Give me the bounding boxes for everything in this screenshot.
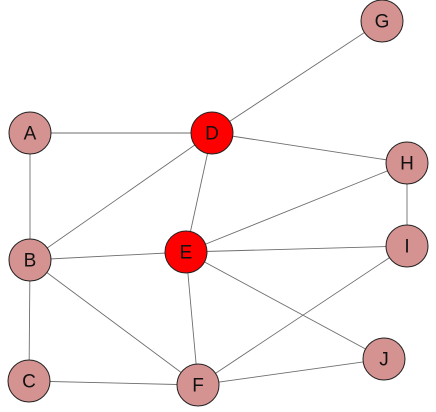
node-label-h: H [400,154,414,175]
node-e: E [164,230,208,274]
node-d: D [190,111,234,155]
node-a: A [8,111,52,155]
node-c: C [7,359,51,403]
edge-e-i [185,245,408,253]
node-circle-a [8,111,52,155]
edge-d-g [211,20,383,134]
node-label-g: G [375,12,390,33]
node-i: I [385,224,429,268]
node-circle-c [7,359,51,403]
edge-f-j [197,358,385,386]
node-b: B [8,238,52,282]
edge-i-f [197,245,408,386]
edge-b-e [29,251,187,261]
edge-e-j [185,251,385,360]
edge-b-d [29,132,213,261]
node-circle-i [385,224,429,268]
node-j: J [362,337,406,381]
node-circle-g [360,0,404,43]
edge-layer [28,20,408,386]
node-label-a: A [24,124,37,145]
edge-e-f [185,251,199,386]
node-g: G [360,0,404,43]
node-label-e: E [180,243,193,264]
edge-c-f [28,380,199,386]
node-label-i: I [404,237,409,258]
node-label-b: B [24,251,37,272]
node-f: F [176,363,220,407]
node-circle-d [190,111,234,155]
node-label-f: F [192,376,204,397]
edge-e-h [185,162,408,253]
edge-b-f [29,259,199,386]
edge-d-h [211,132,408,164]
node-label-j: J [379,350,389,371]
node-h: H [385,141,429,185]
node-label-d: D [205,124,219,145]
node-label-c: C [22,372,36,393]
node-circle-b [8,238,52,282]
node-circle-e [164,230,208,274]
node-circle-f [176,363,220,407]
node-circle-h [385,141,429,185]
node-circle-j [362,337,406,381]
node-layer: A B C D E F G H I J [7,0,429,407]
